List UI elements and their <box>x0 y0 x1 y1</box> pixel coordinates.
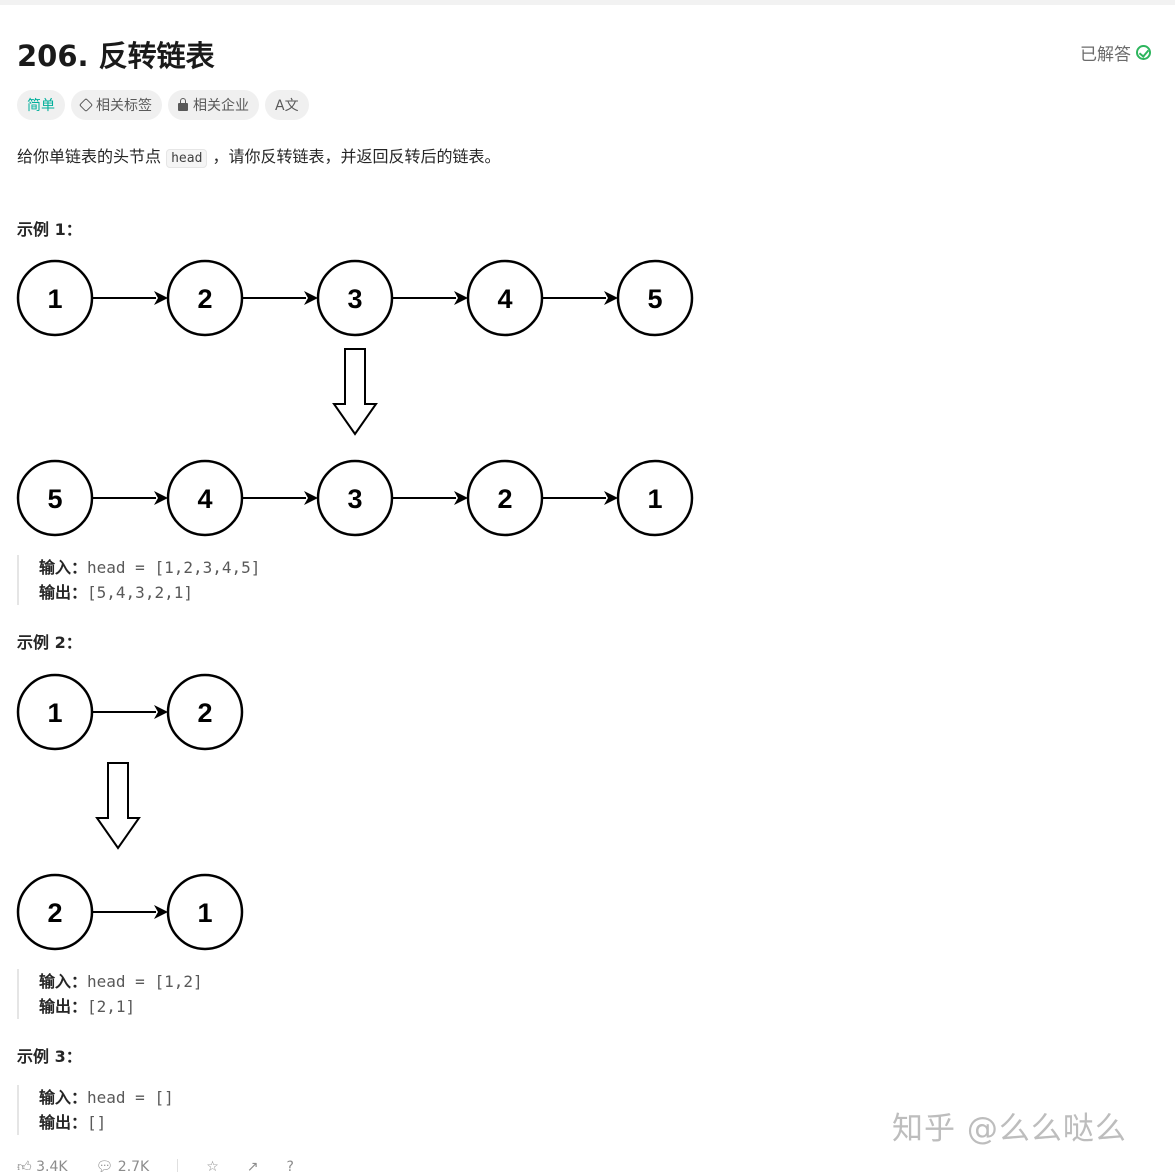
output-value: [5,4,3,2,1] <box>87 583 193 602</box>
example-2-input-list-node <box>166 673 244 751</box>
example-1-output-list-node-label: 2 <box>497 484 512 514</box>
like-count: 3.4K <box>36 1159 68 1172</box>
output-value: [2,1] <box>87 997 136 1016</box>
output-label: 输出： <box>39 583 88 602</box>
footer-divider <box>177 1158 179 1172</box>
example-2-output-list-node-label: 1 <box>197 898 212 928</box>
difficulty-tag[interactable]: 简单 <box>17 90 65 120</box>
check-circle-icon <box>1136 45 1151 60</box>
top-divider <box>0 0 1175 5</box>
topics-label: 相关标签 <box>96 98 152 114</box>
example-2-diagram: 1 2 2 1 <box>16 673 244 951</box>
example-1-input-list-node-label: 2 <box>197 284 212 314</box>
example-3-io: 输入：head = [] 输出：[] <box>17 1085 174 1135</box>
description-text-after: ，请你反转链表，并返回反转后的链表。 <box>207 147 501 166</box>
example-1-output-list-arrowhead <box>604 491 618 505</box>
example-2-output-list-node <box>166 873 244 951</box>
lock-icon <box>178 98 188 111</box>
example-1-input-list-node-label: 4 <box>497 284 512 314</box>
tag-icon <box>78 97 94 113</box>
example-1-output-list-arrowhead <box>454 491 468 505</box>
down-arrow-icon <box>95 762 141 850</box>
example-2-input-list-arrowhead <box>154 705 168 719</box>
tag-bar: 简单 相关标签 相关企业 A文 <box>17 90 309 120</box>
problem-description: 给你单链表的头节点 head ，请你反转链表，并返回反转后的链表。 <box>17 143 501 168</box>
inline-code-head: head <box>166 149 208 168</box>
example-1-input-list-arrowhead <box>604 291 618 305</box>
problem-title: 206. 反转链表 <box>17 39 215 73</box>
description-text-before: 给你单链表的头节点 <box>17 147 167 166</box>
example-1-diagram: 1 2 3 4 5 5 4 3 2 1 <box>16 259 694 537</box>
comment-button[interactable]: 💬︎ 2.7K <box>96 1159 150 1172</box>
example-2-input-line: 输入：head = [1,2] <box>39 969 203 994</box>
comment-count: 2.7K <box>117 1158 150 1172</box>
input-value: head = [1,2] <box>87 972 203 991</box>
example-1-input-list-arrowhead <box>304 291 318 305</box>
example-1-output-list-node <box>616 459 694 537</box>
example-3-input-line: 输入：head = [] <box>39 1085 174 1110</box>
example-2-output-list-node-label: 2 <box>47 898 62 928</box>
difficulty-label: 简单 <box>27 98 55 114</box>
input-label: 输入： <box>39 1088 88 1107</box>
example-1-input-list-arrowhead <box>454 291 468 305</box>
example-1-output-line: 输出：[5,4,3,2,1] <box>39 580 260 605</box>
help-icon[interactable]: ? <box>286 1158 294 1172</box>
like-button[interactable]: 👍︎ 3.4K <box>17 1158 68 1172</box>
example-1-input-list-arrowhead <box>154 291 168 305</box>
example-3-title: 示例 3： <box>17 1047 82 1066</box>
output-label: 输出： <box>39 1113 88 1132</box>
example-2-input-list-node-label: 1 <box>47 698 62 728</box>
input-label: 输入： <box>39 558 88 577</box>
example-1-output-list-node-label: 4 <box>197 484 212 514</box>
example-1-input-list-node <box>616 259 694 337</box>
example-2-output-line: 输出：[2,1] <box>39 994 203 1019</box>
example-3-output-line: 输出：[] <box>39 1110 174 1135</box>
share-icon[interactable]: ↗ <box>246 1158 259 1172</box>
example-1-io: 输入：head = [1,2,3,4,5] 输出：[5,4,3,2,1] <box>17 555 260 605</box>
star-icon[interactable]: ☆ <box>206 1158 219 1172</box>
example-2-output-list-arrowhead <box>154 905 168 919</box>
translate-icon: A文 <box>275 98 299 114</box>
solved-label: 已解答 <box>1080 45 1131 65</box>
example-1-input-line: 输入：head = [1,2,3,4,5] <box>39 555 260 580</box>
example-1-output-list-node-label: 3 <box>347 484 362 514</box>
example-1-input-list-node-label: 1 <box>47 284 62 314</box>
example-1-output-list-node-label: 1 <box>647 484 662 514</box>
footer-bar: 👍︎ 3.4K 💬︎ 2.7K ☆ ↗ ? <box>17 1158 294 1172</box>
watermark: 知乎 @么么哒么 <box>892 1111 1127 1147</box>
example-1-output-list-arrowhead <box>154 491 168 505</box>
example-2-title: 示例 2： <box>17 633 82 652</box>
solved-status: 已解答 <box>1080 40 1151 65</box>
example-1-title: 示例 1： <box>17 220 82 239</box>
example-2-input-list-node-label: 2 <box>197 698 212 728</box>
translate-button[interactable]: A文 <box>265 90 309 120</box>
output-value: [] <box>87 1113 107 1132</box>
example-1-input-list-node-label: 3 <box>347 284 362 314</box>
companies-tag-button[interactable]: 相关企业 <box>168 90 259 120</box>
input-value: head = [] <box>87 1088 174 1107</box>
input-label: 输入： <box>39 972 88 991</box>
down-arrow-icon <box>332 348 378 436</box>
example-1-output-list-node-label: 5 <box>47 484 62 514</box>
input-value: head = [1,2,3,4,5] <box>87 558 261 577</box>
output-label: 输出： <box>39 997 88 1016</box>
companies-label: 相关企业 <box>193 98 249 114</box>
example-1-input-list-node-label: 5 <box>647 284 662 314</box>
example-2-io: 输入：head = [1,2] 输出：[2,1] <box>17 969 203 1019</box>
example-1-output-list-arrowhead <box>304 491 318 505</box>
topics-tag-button[interactable]: 相关标签 <box>71 90 162 120</box>
